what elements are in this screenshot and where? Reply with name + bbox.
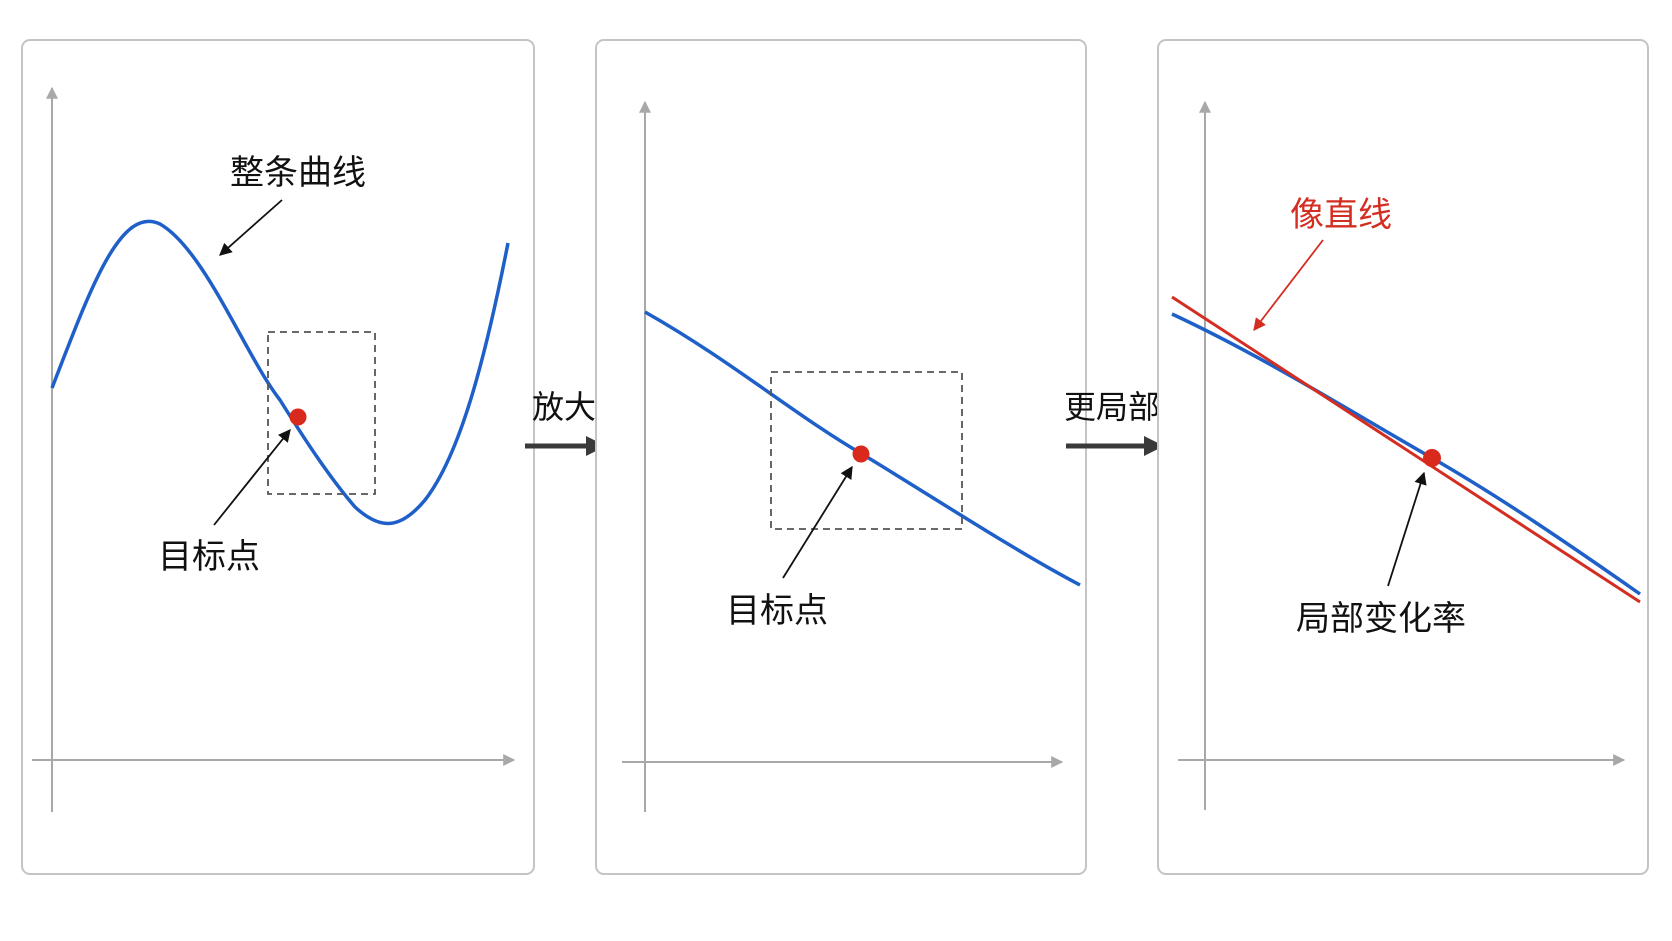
transition-zoom: 放大: [525, 388, 606, 456]
transition-label: 放大: [532, 388, 596, 426]
curve-line: [50, 219, 510, 526]
point-label: 目标点: [158, 537, 260, 577]
line-label-arrow: [1253, 239, 1324, 331]
panel-zoomed: 目标点: [595, 39, 1087, 875]
point-label: 局部变化率: [1296, 599, 1466, 639]
curve-label-arrow: [219, 199, 283, 256]
curve-label: 整条曲线: [230, 153, 366, 193]
panel-frame: [21, 39, 535, 875]
panel-frame: [595, 39, 1087, 875]
panel-whole-curve: 整条曲线 目标点: [21, 39, 535, 875]
target-point: [852, 445, 870, 463]
transition-label: 更局部: [1064, 388, 1160, 426]
tangent-line: [1171, 295, 1641, 604]
panel-local: 像直线 局部变化率: [1157, 39, 1649, 875]
target-point: [289, 408, 307, 426]
panel-frame: [1157, 39, 1649, 875]
line-label: 像直线: [1290, 195, 1392, 235]
point-label-arrow: [1387, 471, 1427, 587]
point-label: 目标点: [726, 591, 828, 631]
transition-more-local: 更局部: [1064, 388, 1164, 456]
point-label-arrow: [213, 429, 291, 526]
zoom-box: [267, 331, 376, 495]
zoom-box: [770, 371, 963, 530]
target-point: [1423, 449, 1441, 467]
point-label-arrow: [782, 465, 853, 579]
